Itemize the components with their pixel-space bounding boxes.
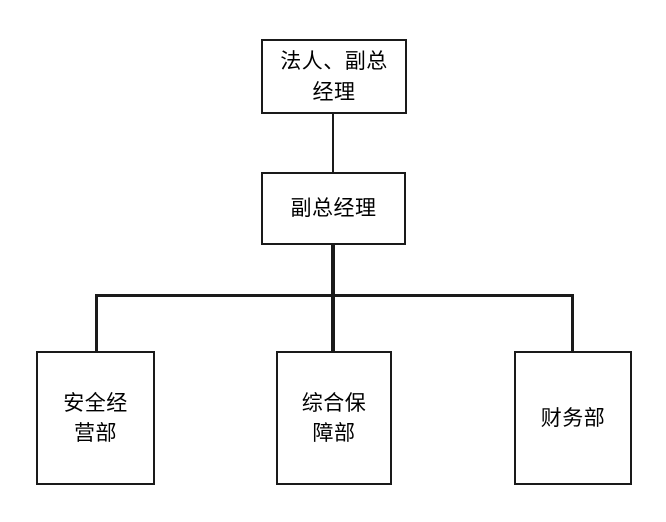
org-node-label: 综合保 障部 xyxy=(301,390,367,445)
connector-ceo-to-deputy xyxy=(332,113,334,173)
org-node-comprehensive-support-department[interactable]: 综合保 障部 xyxy=(276,351,392,485)
org-node-label: 财务部 xyxy=(540,405,606,430)
connector-drop-safety xyxy=(95,294,98,352)
org-node-safety-operations-department[interactable]: 安全经 营部 xyxy=(36,351,155,485)
org-node-legal-representative-deputy-gm[interactable]: 法人、副总 经理 xyxy=(261,39,407,114)
org-node-label: 副总经理 xyxy=(290,196,377,221)
org-node-label: 法人、副总 经理 xyxy=(280,49,388,104)
connector-drop-support xyxy=(331,294,335,352)
connector-deputy-to-bus xyxy=(331,244,335,298)
org-node-label: 安全经 营部 xyxy=(63,390,128,445)
org-node-deputy-general-manager[interactable]: 副总经理 xyxy=(261,172,406,245)
org-node-finance-department[interactable]: 财务部 xyxy=(514,351,632,485)
connector-drop-finance xyxy=(571,294,574,352)
